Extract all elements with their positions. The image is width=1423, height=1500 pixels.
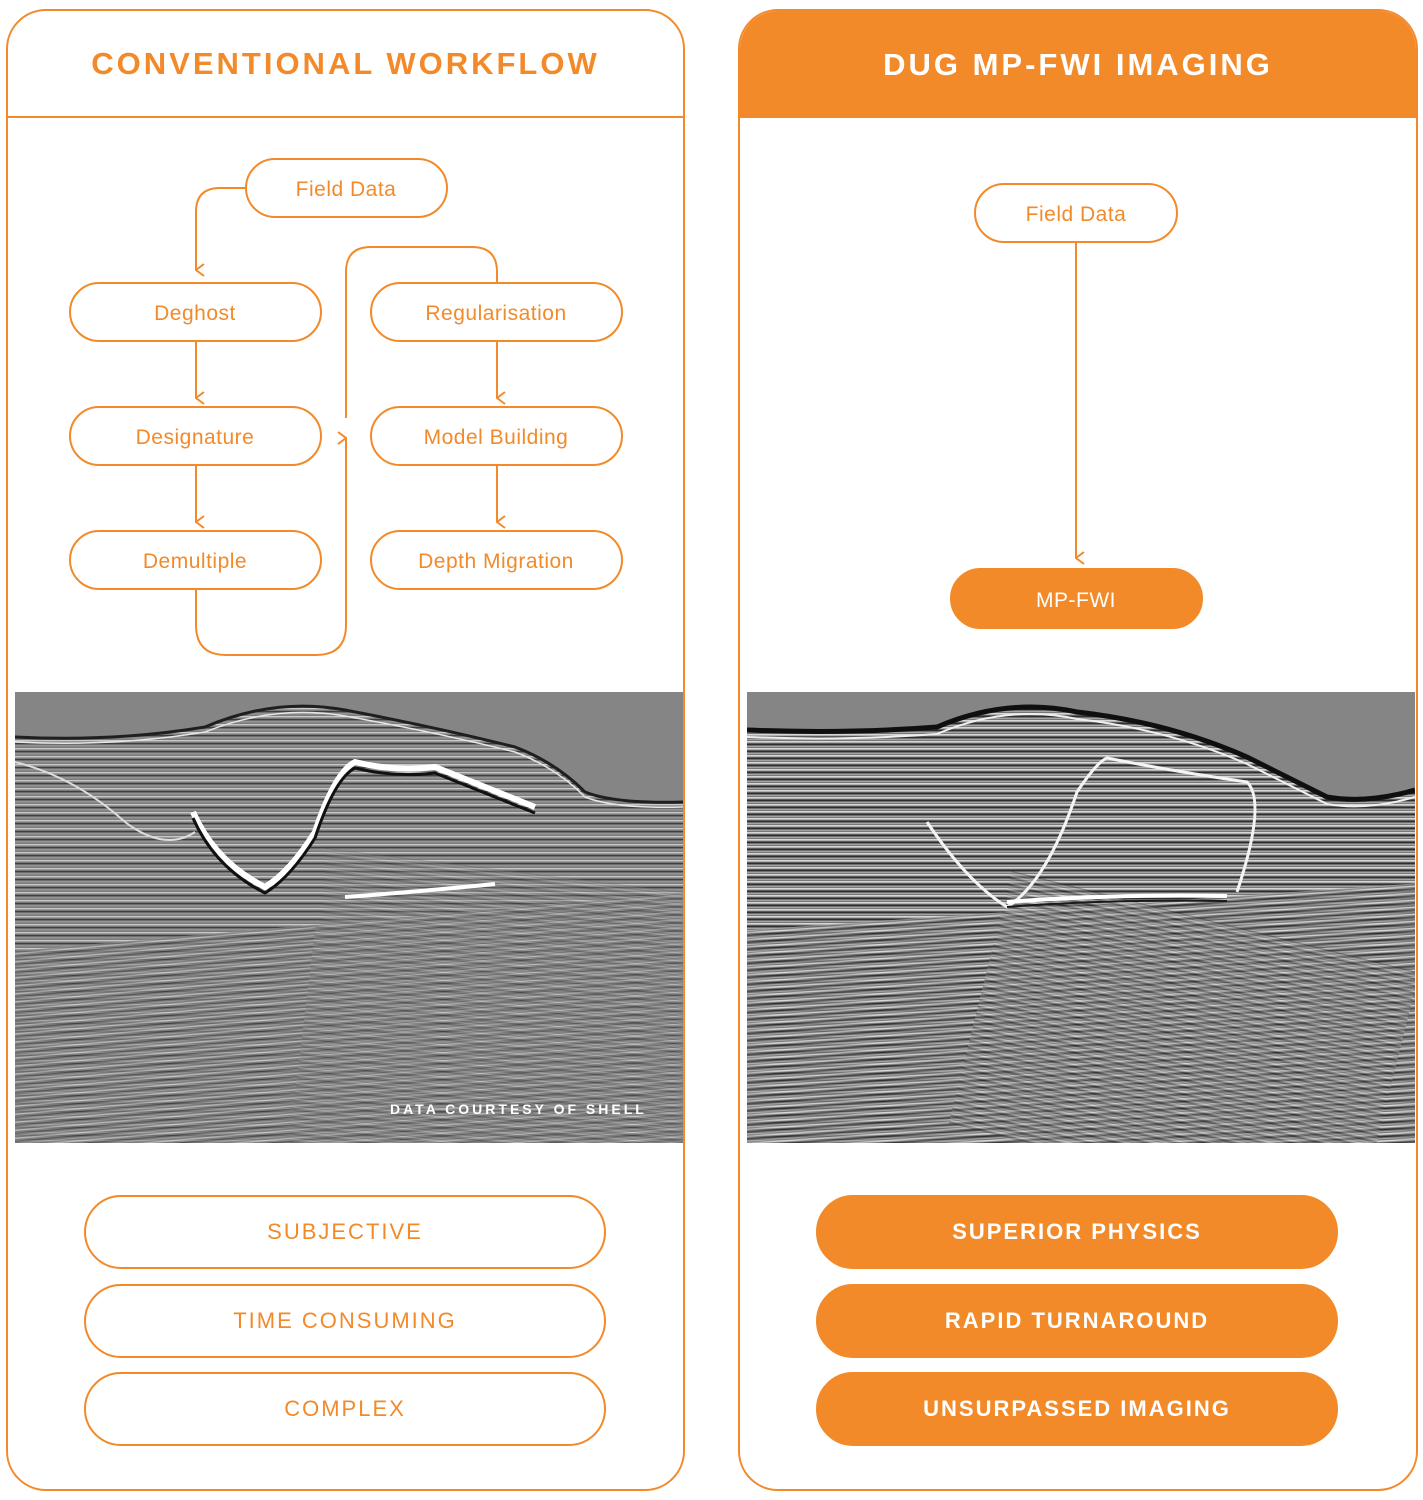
node-regularisation: Regularisation bbox=[370, 282, 623, 342]
attribute-time-consuming: TIME CONSUMING bbox=[84, 1284, 606, 1358]
node-field-data: Field Data bbox=[245, 158, 448, 218]
seismic-image-mp-fwi bbox=[747, 692, 1415, 1143]
seismic-image-conventional bbox=[15, 692, 683, 1143]
svg-text:Deghost: Deghost bbox=[154, 302, 236, 325]
node-field-data-fwi: Field Data bbox=[974, 183, 1178, 243]
attribute-subjective: SUBJECTIVE bbox=[84, 1195, 606, 1269]
svg-text:MP-FWI: MP-FWI bbox=[1036, 589, 1116, 612]
attribute-complex: COMPLEX bbox=[84, 1372, 606, 1446]
data-credit-label: DATA COURTESY OF SHELL bbox=[390, 1101, 647, 1117]
node-mp-fwi: MP-FWI bbox=[950, 568, 1203, 629]
node-model-building: Model Building bbox=[370, 406, 623, 466]
node-designature: Designature bbox=[69, 406, 322, 466]
connector-demultiple-loop bbox=[195, 438, 347, 656]
attribute-superior-physics: SUPERIOR PHYSICS bbox=[816, 1195, 1338, 1269]
svg-text:Designature: Designature bbox=[136, 426, 255, 449]
svg-text:Field Data: Field Data bbox=[1026, 203, 1127, 226]
node-demultiple: Demultiple bbox=[69, 530, 322, 590]
node-depth-migration: Depth Migration bbox=[370, 530, 623, 590]
svg-text:Field Data: Field Data bbox=[296, 178, 397, 201]
attribute-unsurpassed-imaging: UNSURPASSED IMAGING bbox=[816, 1372, 1338, 1446]
attribute-rapid-turnaround: RAPID TURNAROUND bbox=[816, 1284, 1338, 1358]
svg-text:Depth Migration: Depth Migration bbox=[418, 550, 574, 573]
mp-fwi-title: DUG MP-FWI IMAGING bbox=[740, 11, 1416, 118]
svg-text:Demultiple: Demultiple bbox=[143, 550, 247, 573]
svg-text:Model Building: Model Building bbox=[424, 426, 569, 449]
connector-loop-to-regularisation bbox=[345, 246, 498, 418]
conventional-workflow-title: CONVENTIONAL WORKFLOW bbox=[8, 11, 683, 118]
svg-text:Regularisation: Regularisation bbox=[425, 302, 566, 325]
connector-field-to-deghost bbox=[195, 187, 246, 270]
node-deghost: Deghost bbox=[69, 282, 322, 342]
